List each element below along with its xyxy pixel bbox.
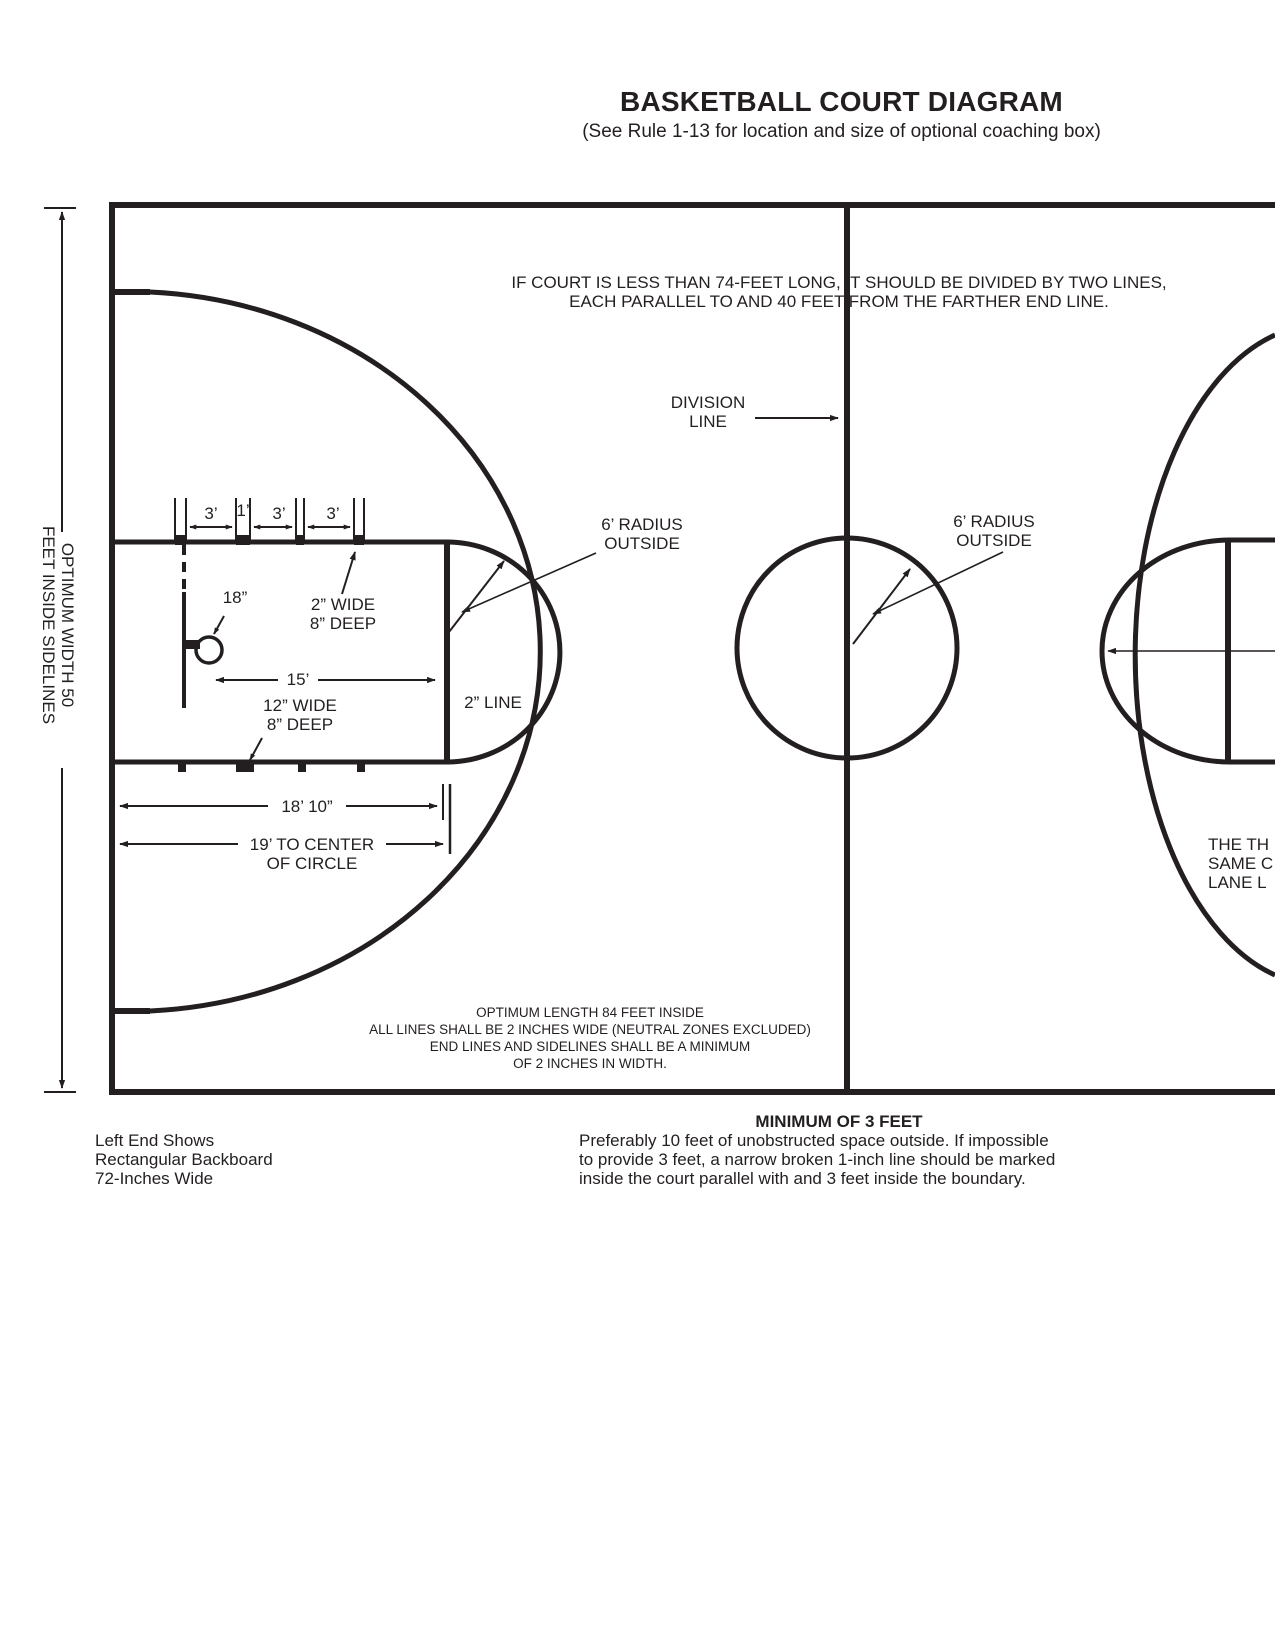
three-point-arc-left (149, 289, 543, 1014)
footer-left-line2: Rectangular Backboard (95, 1150, 273, 1169)
court-boundary (109, 202, 1275, 1095)
lane-blocks-top (175, 535, 364, 545)
center-circle (734, 535, 960, 761)
minimum-line1: Preferably 10 feet of unobstructed space… (579, 1131, 1049, 1150)
division-line-label-1: DIVISION (670, 393, 746, 412)
radius-left-arrow-2 (461, 552, 597, 613)
mark-small-arrow (341, 551, 356, 595)
optimum-length-line3: END LINES AND SIDELINES SHALL BE A MINIM… (429, 1039, 751, 1054)
dist-18-10-label: 18’ 10” (281, 797, 333, 816)
lane-length-label: 15’ (286, 670, 310, 689)
space-label-1: 1’ (236, 501, 250, 520)
court-note-line1: IF COURT IS LESS THAN 74-FEET LONG, IT S… (511, 273, 1167, 292)
right-note-line3: LANE L (1208, 873, 1267, 892)
optimum-width-line2: FEET INSIDE SIDELINES (39, 525, 58, 725)
dist-19-label-2: OF CIRCLE (266, 854, 358, 873)
optimum-length-line2: ALL LINES SHALL BE 2 INCHES WIDE (NEUTRA… (369, 1022, 811, 1037)
radius-left-arrow-1 (448, 560, 505, 633)
space-label-3b: 3’ (272, 504, 286, 523)
radius-center-arrow-1 (852, 568, 911, 645)
right-note-line2: SAME C (1208, 854, 1274, 873)
mark-big-label-1: 12” WIDE (263, 696, 337, 715)
radius-center-label-2: OUTSIDE (956, 531, 1032, 550)
basket-bracket (184, 640, 200, 649)
space-label-3c: 3’ (326, 504, 340, 523)
right-note-line1: THE TH (1208, 835, 1270, 854)
rim-offset-label: 18” (222, 588, 248, 607)
minimum-line3: inside the court parallel with and 3 fee… (579, 1169, 1026, 1188)
mark-small-label-2: 8” DEEP (309, 614, 377, 633)
mark-big-arrow (249, 737, 263, 761)
radius-center-arrow-2 (872, 551, 1004, 615)
radius-center-label-1: 6’ RADIUS (953, 512, 1035, 531)
lane-marks-top (174, 498, 365, 542)
space-label-3a: 3’ (204, 504, 218, 523)
optimum-length-line1: OPTIMUM LENGTH 84 FEET INSIDE (476, 1005, 704, 1020)
division-line-label-2: LINE (689, 412, 727, 431)
page-subtitle: (See Rule 1-13 for location and size of … (582, 121, 1101, 142)
page-title: BASKETBALL COURT DIAGRAM (620, 86, 1063, 117)
lane-blocks-bottom (178, 762, 365, 772)
free-throw-semicircle-right (1099, 537, 1231, 765)
optimum-length-line4: OF 2 INCHES IN WIDTH. (513, 1056, 667, 1071)
basket-rim (194, 635, 224, 665)
rim-arrow (213, 615, 225, 635)
mark-small-label-1: 2” WIDE (310, 595, 376, 614)
free-throw-semicircle-left (446, 539, 563, 765)
mark-big-label-2: 8” DEEP (266, 715, 334, 734)
three-point-arc-right (1132, 332, 1275, 978)
court-note-line2: EACH PARALLEL TO AND 40 FEET FROM THE FA… (569, 292, 1109, 311)
optimum-width-label: OPTIMUM WIDTH 50 FEET INSIDE SIDELINES (39, 526, 77, 724)
dist-19-label-1: 19’ TO CENTER (249, 835, 375, 854)
footer-left-line3: 72-Inches Wide (95, 1169, 214, 1188)
radius-left-label-1: 6’ RADIUS (601, 515, 683, 534)
minimum-heading: MINIMUM OF 3 FEET (755, 1112, 923, 1131)
line-width-label: 2” LINE (464, 693, 522, 712)
radius-left-label-2: OUTSIDE (604, 534, 680, 553)
minimum-line2: to provide 3 feet, a narrow broken 1-inc… (579, 1150, 1056, 1169)
footer-left-line1: Left End Shows (95, 1131, 215, 1150)
optimum-width-line1: OPTIMUM WIDTH 50 (58, 542, 77, 708)
